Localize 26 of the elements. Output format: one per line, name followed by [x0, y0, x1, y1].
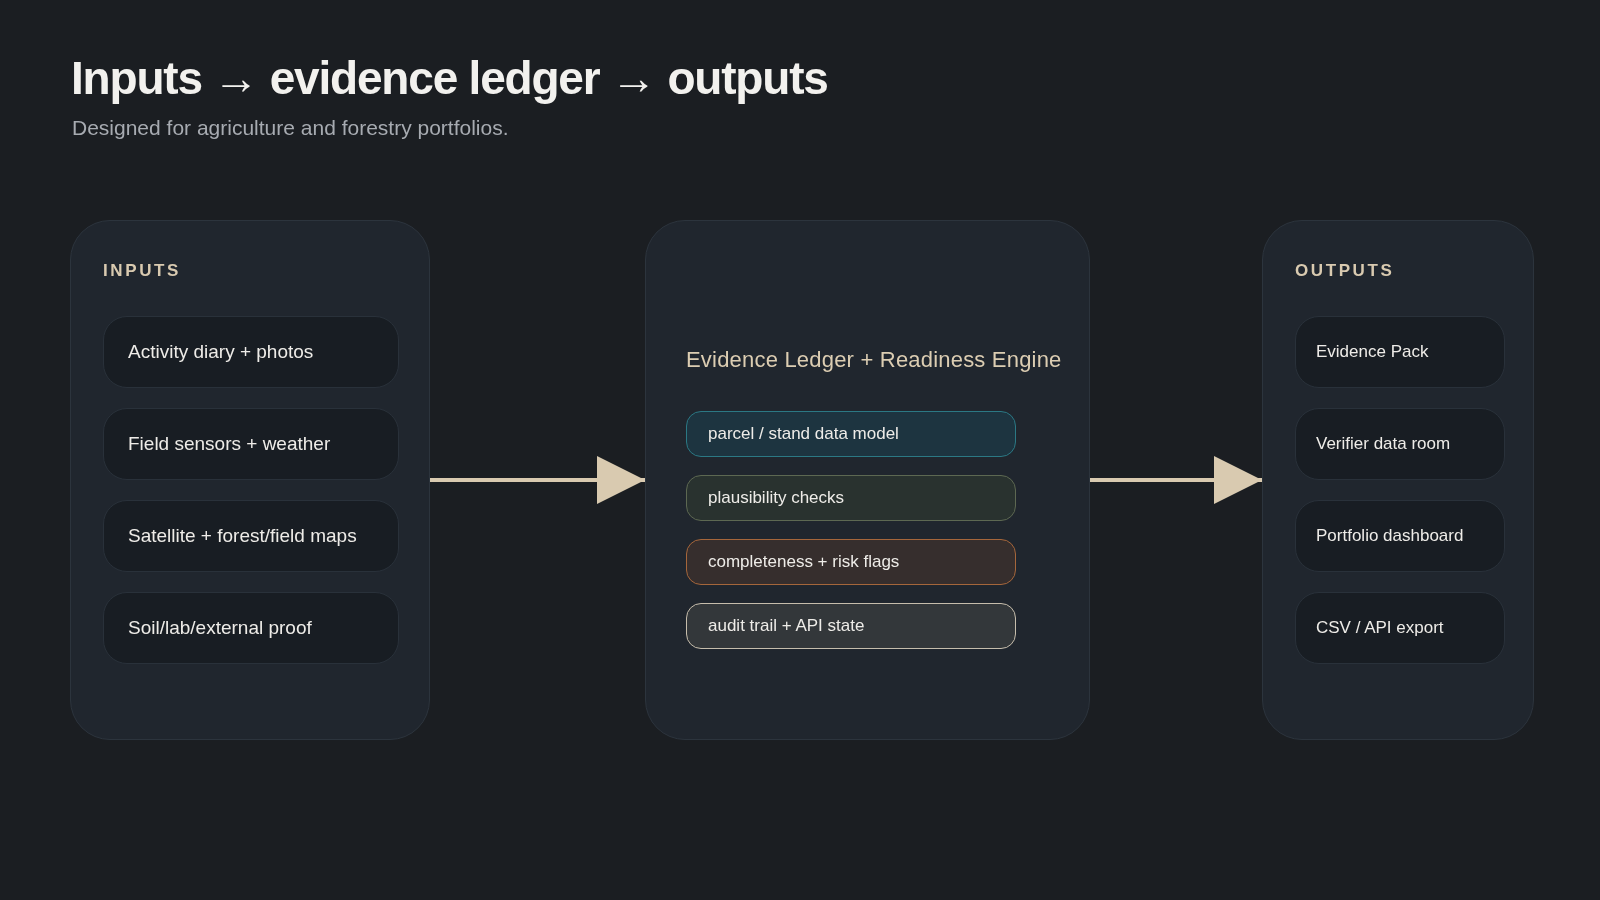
feature-card [686, 603, 1016, 649]
panel-heading: OUTPUTS [1295, 261, 1395, 281]
column-panel [1262, 220, 1534, 740]
subtitle: Designed for agriculture and forestry portfolios. [72, 115, 509, 141]
feature-label: plausibility checks [708, 488, 845, 508]
arrow [430, 456, 645, 504]
feature-card [686, 411, 1016, 457]
column-panel [70, 220, 430, 740]
input-label: Field sensors + weather [128, 433, 331, 455]
input-label: Soil/lab/external proof [128, 617, 312, 639]
output-label: CSV / API export [1316, 618, 1444, 638]
feature-label: completeness + risk flags [708, 552, 900, 572]
feature-card [686, 475, 1016, 521]
diagram-title: Inputs → evidence ledger → outputs [71, 51, 828, 106]
panel-subheading: Evidence Ledger + Readiness Engine [686, 346, 1062, 374]
feature-card [686, 539, 1016, 585]
input-label: Activity diary + photos [128, 341, 314, 363]
arrow [1090, 456, 1262, 504]
engine-panel [645, 220, 1090, 740]
output-label: Evidence Pack [1316, 342, 1429, 362]
output-label: Portfolio dashboard [1316, 526, 1464, 546]
panel-heading: INPUTS [103, 261, 181, 281]
output-label: Verifier data room [1316, 434, 1451, 454]
feature-label: parcel / stand data model [708, 424, 899, 444]
feature-label: audit trail + API state [708, 616, 865, 636]
input-label: Satellite + forest/field maps [128, 525, 357, 547]
